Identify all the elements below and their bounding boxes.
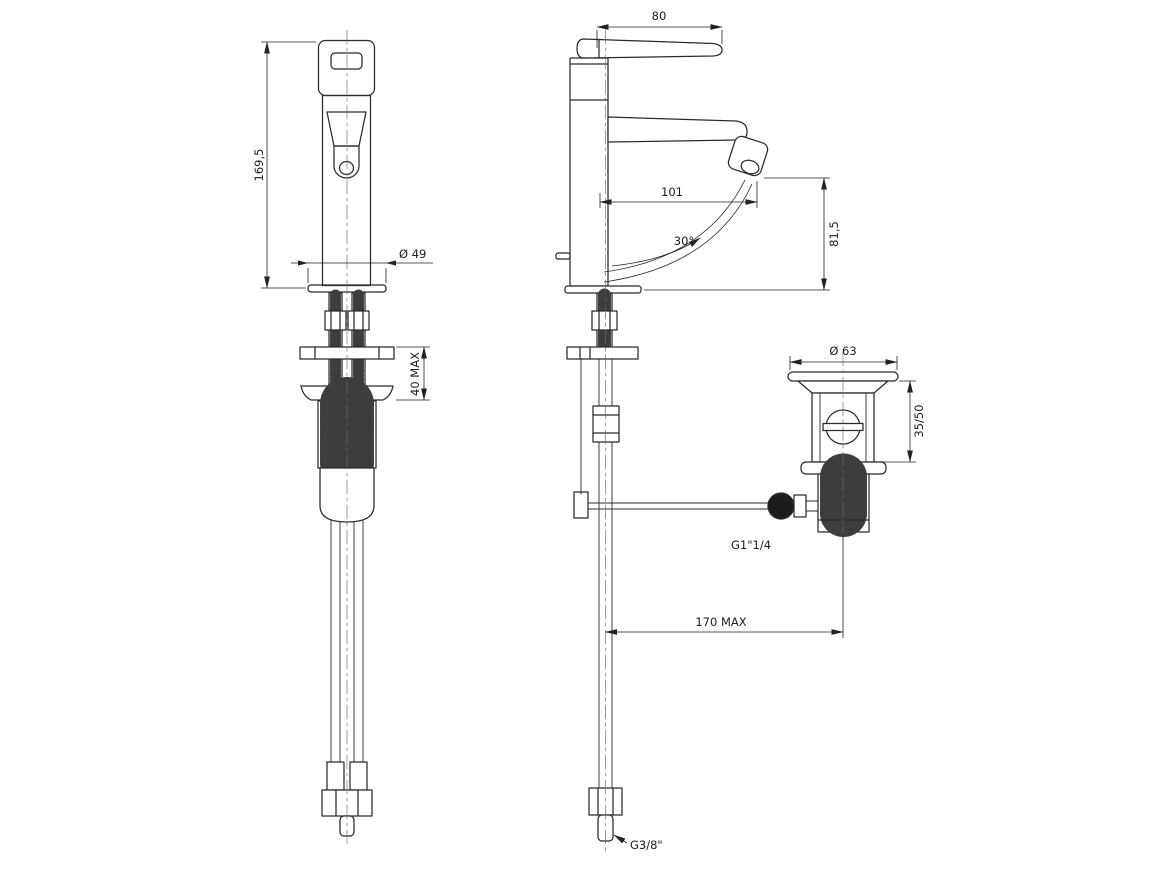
side-view (555, 29, 771, 853)
front-view (299, 29, 395, 847)
tailpiece-end-front (319, 467, 375, 523)
spout-front (326, 111, 367, 147)
dim-deck-thickness: 40 MAX (396, 346, 430, 401)
supply-hoses-front (330, 504, 364, 763)
dim-spout-reach-label: 101 (661, 185, 683, 199)
dim-spout-height-label: 81,5 (827, 221, 841, 247)
dim-drain-diameter: Ø 63 (789, 344, 898, 370)
aerator-front (333, 145, 360, 179)
dim-total-height: 169,5 (252, 41, 316, 289)
dim-drain-height: 35/50 (876, 380, 926, 463)
popup-ball-joint (767, 492, 819, 520)
dim-base-diameter-label: Ø 49 (399, 247, 426, 261)
mounting-washer-side (566, 346, 639, 360)
dim-drain-height-label: 35/50 (912, 404, 926, 437)
popup-knob-ball (767, 492, 795, 520)
mounting-nuts-front (324, 310, 370, 331)
pipe-union-fitting (592, 405, 620, 443)
dim-deck-thickness-label: 40 MAX (408, 352, 422, 396)
body-side (569, 57, 609, 287)
aerator-outlet-front (338, 160, 355, 176)
handle-slot (330, 52, 363, 70)
dim-rod-reach-label: 170 MAX (695, 615, 746, 629)
lever-side (576, 38, 723, 59)
mounting-studs-front (328, 289, 366, 389)
dim-rod-reach: 170 MAX (605, 534, 844, 638)
dim-stream-angle-label: 30° (674, 234, 694, 248)
aerator-side (727, 135, 769, 177)
water-stream: 30° (603, 179, 753, 283)
drain-assembly (767, 351, 899, 541)
dim-lever-length: 80 (596, 9, 723, 48)
dim-total-height-label: 169,5 (252, 149, 266, 182)
dim-lever-length-label: 80 (652, 9, 667, 23)
dim-spout-reach: 101 (599, 181, 758, 208)
mounting-stud-side (591, 288, 618, 353)
label-supply-thread: G3/8" (613, 834, 663, 852)
label-drain-thread: G1"1/4 (731, 538, 771, 552)
popup-rod-side (573, 358, 771, 519)
dim-drain-diameter-label: Ø 63 (829, 344, 856, 358)
popup-knob-side (555, 252, 571, 260)
drain-tailpiece (817, 453, 870, 538)
dim-spout-height: 81,5 (644, 177, 841, 291)
handle-front (317, 39, 376, 97)
dim-base-diameter: Ø 49 (291, 247, 433, 283)
spout-side (607, 116, 748, 143)
label-supply-thread-text: G3/8" (630, 838, 663, 852)
